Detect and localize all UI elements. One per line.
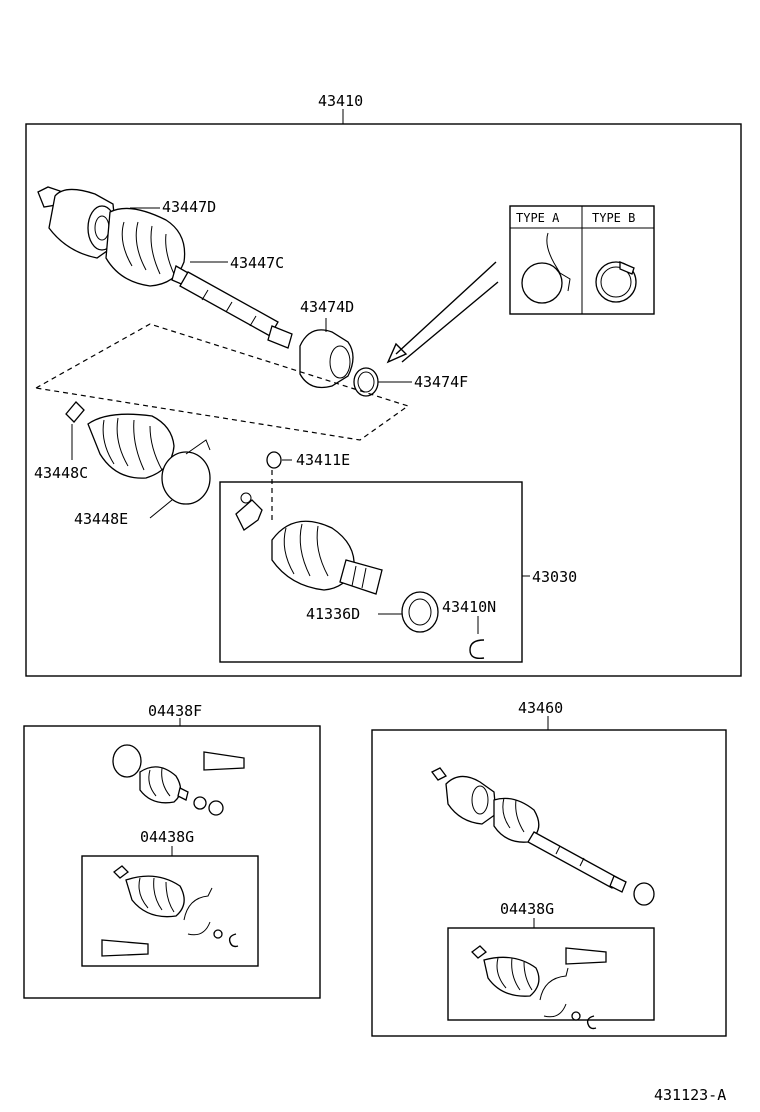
assembly-2-frame (371, 729, 727, 1037)
clamp-type-inset: TYPE A TYPE B (509, 205, 655, 315)
label-type-a: TYPE A (516, 211, 560, 225)
label-snap-ring[interactable]: 43411E (296, 451, 350, 469)
dashed-region (34, 323, 410, 441)
inner-boot-part (65, 401, 175, 479)
label-retainer[interactable]: 43410N (442, 598, 496, 616)
label-boot-kit-2[interactable]: 04438G (140, 828, 194, 846)
boot-kit-1-frame (23, 725, 321, 999)
retainer-part (469, 616, 485, 660)
assembly-2-group: 43460 04438G (371, 699, 727, 1037)
label-boot-clamp-outer[interactable]: 43447C (230, 254, 284, 272)
label-clamp-band[interactable]: 43448E (74, 510, 128, 528)
pointer-arrow (386, 261, 499, 364)
outboard-joint-shaft (37, 186, 293, 349)
snap-ring-part (266, 451, 292, 520)
label-damper-clamp[interactable]: 43474F (414, 373, 468, 391)
boot-kit-1-group: 04438F 04438G (23, 702, 321, 999)
label-boot-outer[interactable]: 43447D (162, 198, 216, 216)
clamp-band-part (149, 439, 211, 519)
boot-kit-3-frame (447, 927, 655, 1021)
inboard-joint-frame (219, 481, 523, 663)
label-drawing-number: 431123-A (654, 1086, 726, 1104)
damper-part (299, 318, 354, 389)
label-inboard-joint[interactable]: 43030 (532, 568, 577, 586)
label-assy-2[interactable]: 43460 (518, 699, 563, 717)
label-boot-kit-1[interactable]: 04438F (148, 702, 202, 720)
damper-clamp-part (353, 367, 412, 397)
main-assembly-group: 43410 43447D 43447C 43474D (25, 92, 742, 677)
label-clamp-inner[interactable]: 43448C (34, 464, 88, 482)
dust-deflector-part (378, 591, 439, 633)
label-damper[interactable]: 43474D (300, 298, 354, 316)
label-assy-main[interactable]: 43410 (318, 92, 363, 110)
label-dust-deflector[interactable]: 41336D (306, 605, 360, 623)
boot-kit-2-frame (81, 855, 259, 967)
label-boot-kit-3[interactable]: 04438G (500, 900, 554, 918)
inboard-joint-part (235, 492, 383, 595)
main-assembly-frame (25, 123, 742, 677)
label-type-b: TYPE B (592, 211, 635, 225)
